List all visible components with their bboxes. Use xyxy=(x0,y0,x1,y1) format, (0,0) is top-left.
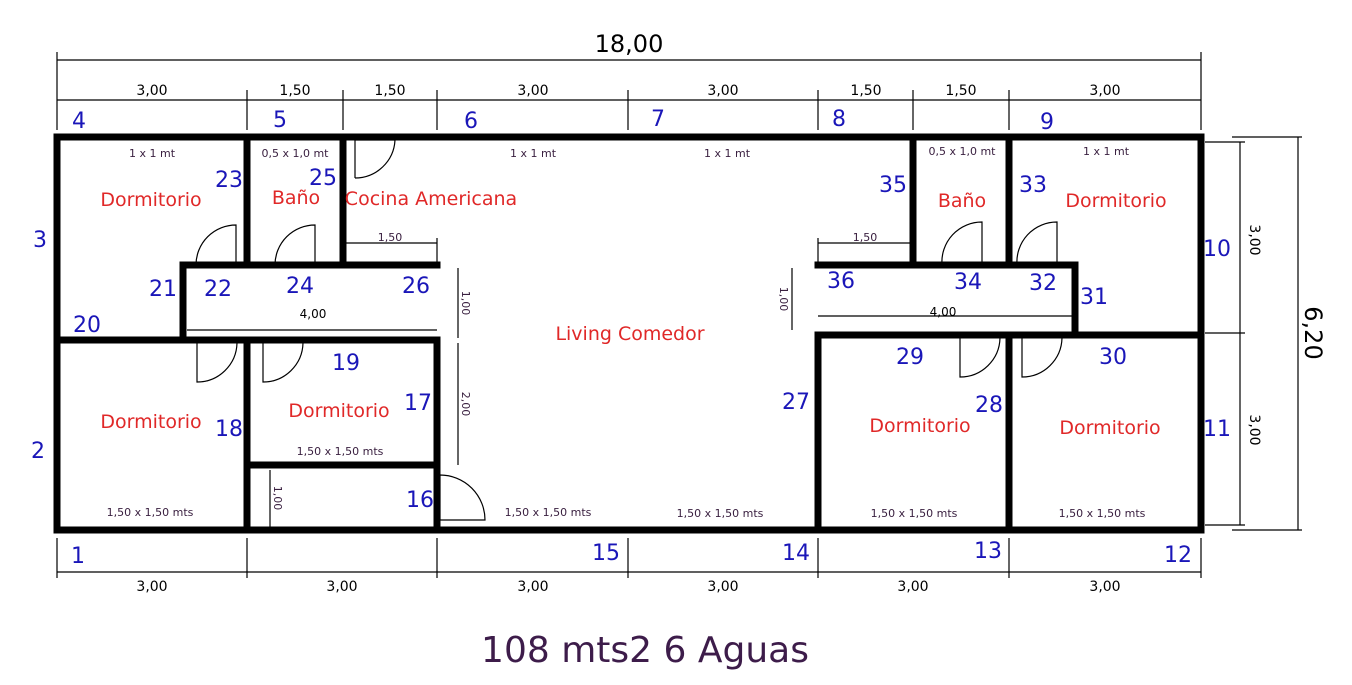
room-labels: Dormitorio Baño Cocina Americana Baño Do… xyxy=(100,187,1166,439)
svg-text:3,00: 3,00 xyxy=(897,579,928,595)
svg-text:3,00: 3,00 xyxy=(517,579,548,595)
point-number: 8 xyxy=(832,107,846,132)
point-number: 28 xyxy=(975,393,1003,418)
point-number: 12 xyxy=(1164,543,1192,568)
svg-text:3,00: 3,00 xyxy=(136,579,167,595)
svg-text:1,50: 1,50 xyxy=(850,83,881,99)
point-number: 1 xyxy=(71,544,85,569)
walls xyxy=(53,133,1205,534)
room-dormitorio: Dormitorio xyxy=(1059,417,1160,439)
svg-text:1,00: 1,00 xyxy=(271,486,284,511)
point-number: 25 xyxy=(309,166,337,191)
point-number: 22 xyxy=(204,277,232,302)
point-number: 5 xyxy=(273,108,287,133)
svg-text:1 x 1 mt: 1 x 1 mt xyxy=(129,147,176,160)
point-number: 26 xyxy=(402,274,430,299)
point-number: 4 xyxy=(72,109,86,134)
point-number: 14 xyxy=(782,541,810,566)
point-number: 9 xyxy=(1040,110,1054,135)
dimension-labels: 18,00 3,00 1,50 1,50 3,00 3,00 1,50 1,50… xyxy=(136,30,1327,595)
svg-text:1,50 x 1,50 mts: 1,50 x 1,50 mts xyxy=(505,506,592,519)
point-number: 35 xyxy=(879,173,907,198)
point-number: 17 xyxy=(404,391,432,416)
room-dormitorio: Dormitorio xyxy=(100,411,201,433)
point-number: 30 xyxy=(1099,345,1127,370)
svg-text:3,00: 3,00 xyxy=(1089,579,1120,595)
svg-text:3,00: 3,00 xyxy=(1246,224,1262,255)
svg-text:4,00: 4,00 xyxy=(930,305,957,319)
svg-text:0,5 x 1,0 mt: 0,5 x 1,0 mt xyxy=(261,147,329,160)
room-cocina: Cocina Americana xyxy=(345,188,517,210)
point-number: 33 xyxy=(1019,173,1047,198)
room-dormitorio: Dormitorio xyxy=(869,415,970,437)
point-number: 11 xyxy=(1203,417,1231,442)
svg-text:2,00: 2,00 xyxy=(459,392,472,417)
point-number: 10 xyxy=(1203,237,1231,262)
svg-text:1,50: 1,50 xyxy=(945,83,976,99)
svg-text:4,00: 4,00 xyxy=(300,307,327,321)
point-number: 36 xyxy=(827,269,855,294)
room-dormitorio: Dormitorio xyxy=(100,189,201,211)
svg-text:3,00: 3,00 xyxy=(1246,414,1262,445)
point-number: 32 xyxy=(1029,271,1057,296)
point-number: 7 xyxy=(651,107,665,132)
svg-text:1,50 x 1,50 mts: 1,50 x 1,50 mts xyxy=(107,506,194,519)
svg-text:1,50 x 1,50 mts: 1,50 x 1,50 mts xyxy=(1059,507,1146,520)
room-living-comedor: Living Comedor xyxy=(555,323,704,345)
room-bano: Baño xyxy=(938,190,986,212)
svg-text:3,00: 3,00 xyxy=(707,83,738,99)
svg-text:1,50: 1,50 xyxy=(279,83,310,99)
point-number: 20 xyxy=(73,313,101,338)
svg-text:3,00: 3,00 xyxy=(1089,83,1120,99)
svg-text:1,50 x 1,50 mts: 1,50 x 1,50 mts xyxy=(677,507,764,520)
point-number: 23 xyxy=(215,168,243,193)
svg-text:1,50 x 1,50 mts: 1,50 x 1,50 mts xyxy=(297,445,384,458)
room-dormitorio: Dormitorio xyxy=(1065,190,1166,212)
svg-text:1 x 1 mt: 1 x 1 mt xyxy=(1083,145,1130,158)
room-bano: Baño xyxy=(272,187,320,209)
svg-text:1,00: 1,00 xyxy=(777,287,790,312)
svg-text:1,50 x 1,50 mts: 1,50 x 1,50 mts xyxy=(871,507,958,520)
total-width-label: 18,00 xyxy=(595,30,664,58)
doors xyxy=(195,139,1063,521)
svg-text:3,00: 3,00 xyxy=(707,579,738,595)
point-number: 2 xyxy=(31,439,45,464)
svg-text:1,00: 1,00 xyxy=(459,291,472,316)
total-depth-label: 6,20 xyxy=(1299,306,1327,359)
point-number: 13 xyxy=(974,539,1002,564)
svg-text:1,50: 1,50 xyxy=(374,83,405,99)
svg-text:1,50: 1,50 xyxy=(378,231,403,244)
point-number: 19 xyxy=(332,351,360,376)
svg-text:3,00: 3,00 xyxy=(136,83,167,99)
point-number: 3 xyxy=(33,228,47,253)
plan-title: 108 mts2 6 Aguas xyxy=(481,630,809,671)
svg-text:0,5 x 1,0 mt: 0,5 x 1,0 mt xyxy=(928,145,996,158)
svg-text:1,50: 1,50 xyxy=(853,231,878,244)
point-number: 27 xyxy=(782,390,810,415)
svg-text:3,00: 3,00 xyxy=(326,579,357,595)
point-number: 34 xyxy=(954,270,982,295)
svg-text:3,00: 3,00 xyxy=(517,83,548,99)
point-number: 21 xyxy=(149,277,177,302)
point-number: 24 xyxy=(286,274,314,299)
point-number: 6 xyxy=(464,109,478,134)
point-number: 31 xyxy=(1080,285,1108,310)
svg-text:1 x 1 mt: 1 x 1 mt xyxy=(704,147,751,160)
point-number: 29 xyxy=(896,345,924,370)
room-dormitorio: Dormitorio xyxy=(288,400,389,422)
point-number: 15 xyxy=(592,541,620,566)
dimension-lines xyxy=(56,52,1302,578)
window-labels: 1 x 1 mt 0,5 x 1,0 mt 1 x 1 mt 1 x 1 mt … xyxy=(107,145,1146,520)
svg-text:1 x 1 mt: 1 x 1 mt xyxy=(510,147,557,160)
point-number: 16 xyxy=(406,488,434,513)
point-number: 18 xyxy=(215,417,243,442)
